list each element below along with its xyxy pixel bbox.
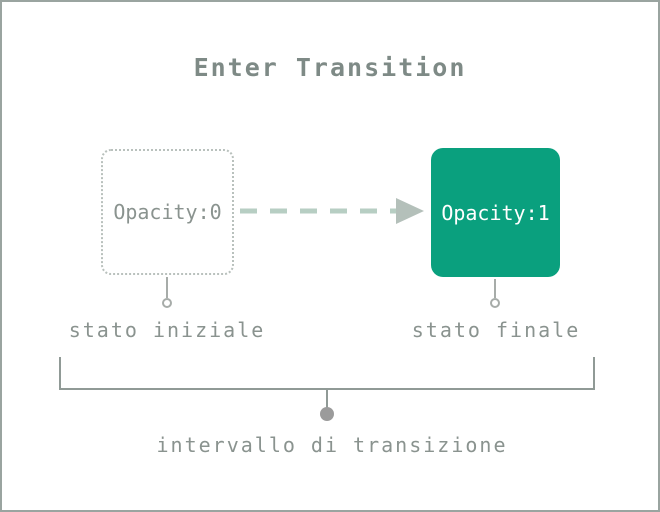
- initial-connector-circle-icon: [162, 298, 172, 308]
- interval-label: intervallo di transizione: [156, 433, 508, 457]
- initial-state-label: stato iniziale: [68, 318, 266, 342]
- page-title: Enter Transition: [193, 53, 467, 82]
- final-state-value: Opacity:1: [441, 200, 550, 225]
- final-state-box: Opacity:1: [431, 148, 560, 277]
- transition-arrow-icon: [240, 198, 424, 224]
- final-state-label: stato finale: [411, 318, 581, 342]
- initial-state-value: Opacity:0: [113, 200, 222, 224]
- final-connector-line: [494, 279, 496, 298]
- initial-state-box: Opacity:0: [101, 149, 234, 275]
- interval-dot-icon: [320, 407, 334, 421]
- initial-connector-line: [166, 277, 168, 298]
- interval-bracket-stem: [326, 390, 328, 409]
- interval-bracket: [59, 357, 595, 390]
- final-connector-circle-icon: [490, 298, 500, 308]
